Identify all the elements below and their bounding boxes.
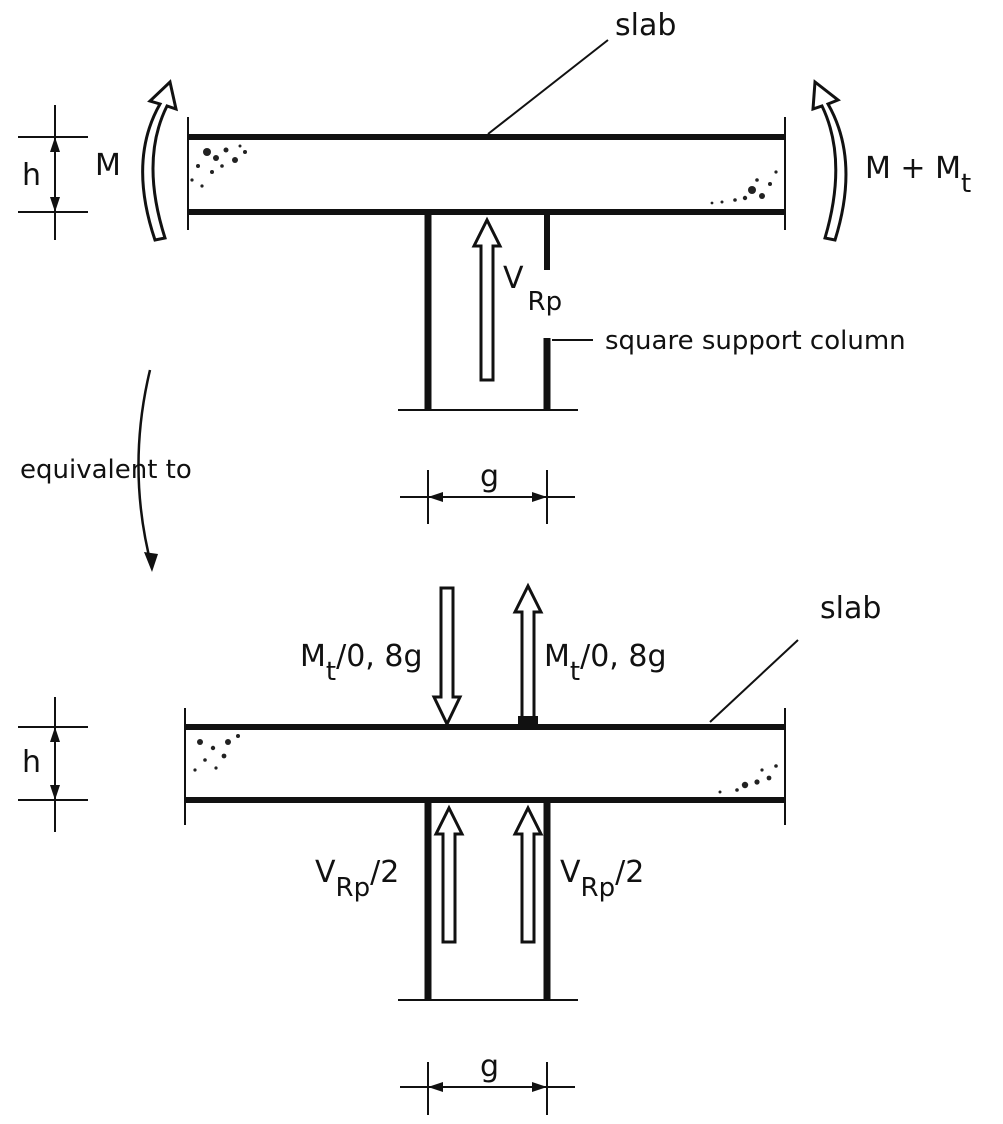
h-dimension-bottom xyxy=(18,697,88,832)
moment-arrow-right xyxy=(811,79,848,242)
g-label-top: g xyxy=(480,459,499,494)
couple-label-right: Mt/0, 8g xyxy=(544,639,667,687)
slab-leader-top xyxy=(487,39,609,135)
moment-label-left: M xyxy=(95,148,121,183)
h-label-top: h xyxy=(22,158,41,193)
column-top xyxy=(398,215,578,411)
column-bottom xyxy=(398,803,578,1001)
down-arrowhead-icon xyxy=(144,552,158,572)
moment-label-right: M + Mt xyxy=(865,151,971,199)
slab-bottom xyxy=(184,708,786,825)
slab-label-bottom: slab xyxy=(820,591,881,626)
equivalence-indicator: equivalent to xyxy=(20,369,192,572)
half-shear-label-left: VRp/2 xyxy=(315,855,399,903)
g-label-bottom: g xyxy=(480,1049,499,1084)
half-shear-arrow-right xyxy=(512,804,544,944)
slab-leader-bottom xyxy=(709,639,799,723)
shear-arrow-top xyxy=(471,216,503,382)
concrete-hatch-icon xyxy=(193,734,240,772)
h-label-bottom: h xyxy=(22,745,41,780)
h-dimension-top xyxy=(18,105,88,240)
bottom-figure: slab h Mt/0, xyxy=(18,582,881,1115)
g-dimension-bottom xyxy=(400,1062,575,1115)
column-label: square support column xyxy=(605,326,906,356)
equivalent-label: equivalent to xyxy=(20,455,192,485)
couple-arrow-down xyxy=(431,586,463,728)
moment-arrow-left xyxy=(141,79,179,242)
concrete-hatch-icon xyxy=(710,170,778,205)
couple-arrow-up xyxy=(512,582,544,722)
top-figure: slab h xyxy=(18,8,971,524)
slab-label-top: slab xyxy=(615,8,676,43)
half-shear-label-right: VRp/2 xyxy=(560,855,644,903)
concrete-hatch-icon xyxy=(190,144,247,188)
shear-label-top: VRp xyxy=(503,261,562,317)
slab-top xyxy=(187,117,786,230)
g-dimension-top xyxy=(400,470,575,524)
half-shear-arrow-left xyxy=(433,804,465,944)
concrete-hatch-icon xyxy=(718,764,778,794)
couple-label-left: Mt/0, 8g xyxy=(300,639,423,687)
